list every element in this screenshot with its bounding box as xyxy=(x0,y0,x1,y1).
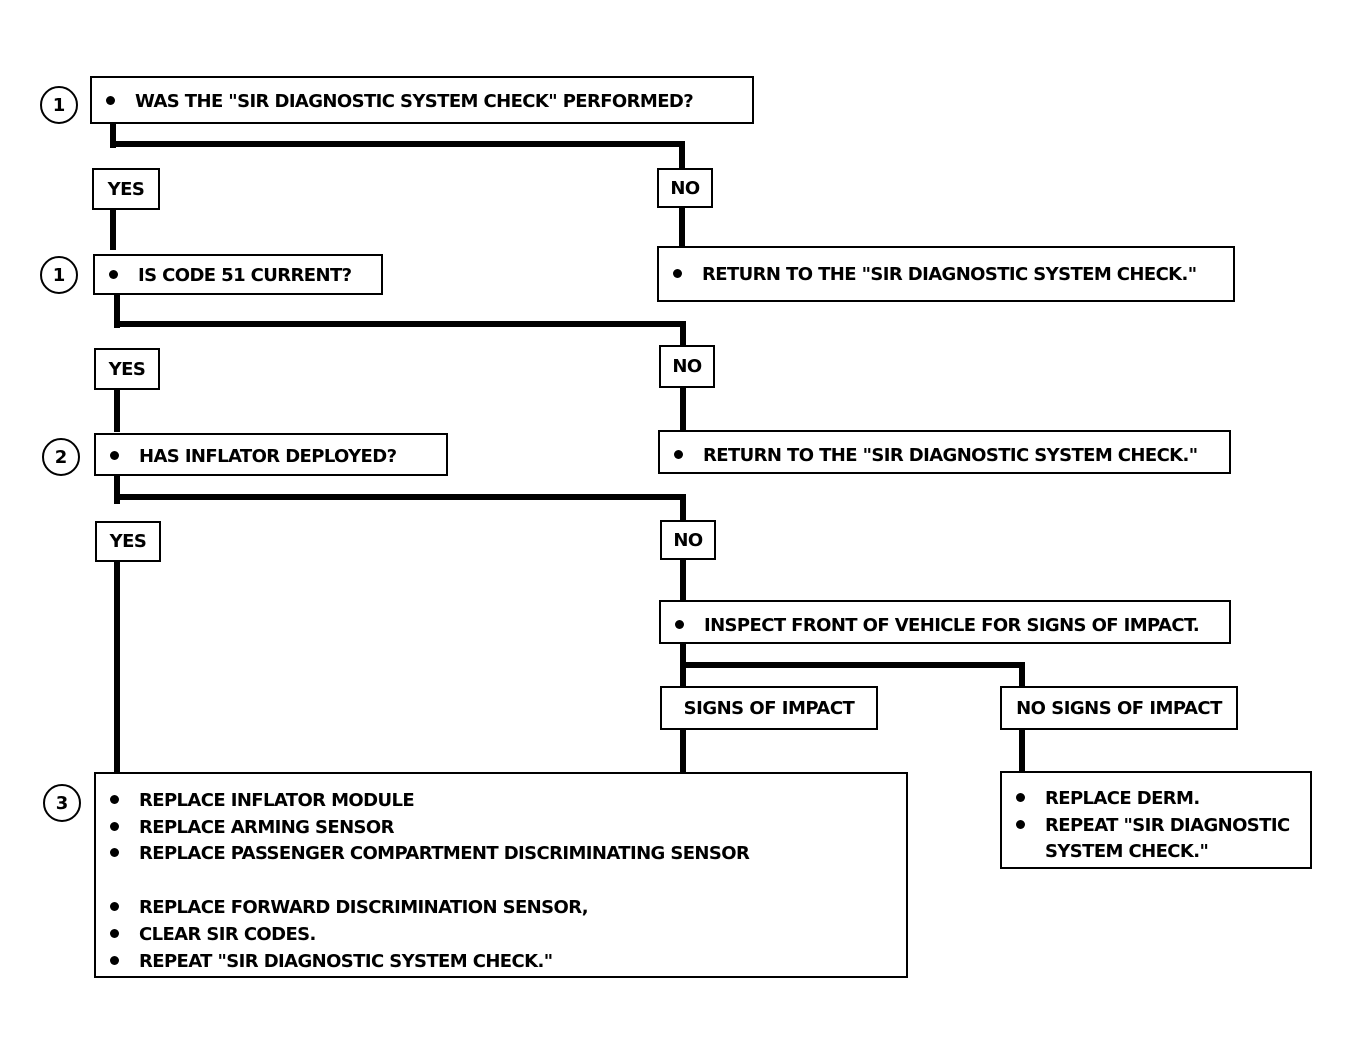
step-marker-2: 2 xyxy=(42,438,80,476)
branch-no: NO xyxy=(657,168,713,208)
branch-signs-of-impact: SIGNS OF IMPACT xyxy=(660,686,878,730)
action-item: REPEAT "SIR DIAGNOSTIC SYSTEM CHECK." xyxy=(139,951,553,972)
action-item: REPLACE DERM. xyxy=(1045,788,1200,809)
action-replace-sensors: REPLACE INFLATOR MODULE REPLACE ARMING S… xyxy=(94,772,908,978)
action-return-sir-check: RETURN TO THE "SIR DIAGNOSTIC SYSTEM CHE… xyxy=(657,246,1235,302)
question-text: HAS INFLATOR DEPLOYED? xyxy=(139,446,397,467)
action-item: REPLACE FORWARD DISCRIMINATION SENSOR, xyxy=(139,897,589,918)
question-sir-check-performed: WAS THE "SIR DIAGNOSTIC SYSTEM CHECK" PE… xyxy=(90,76,754,124)
action-inspect-front: INSPECT FRONT OF VEHICLE FOR SIGNS OF IM… xyxy=(659,600,1231,644)
action-item: CLEAR SIR CODES. xyxy=(139,924,316,945)
bullet-icon xyxy=(110,847,119,857)
question-text: IS CODE 51 CURRENT? xyxy=(138,265,352,286)
action-item: REPLACE ARMING SENSOR xyxy=(139,817,394,838)
action-item: SYSTEM CHECK." xyxy=(1045,841,1209,862)
bullet-icon xyxy=(1016,819,1025,829)
action-text: RETURN TO THE "SIR DIAGNOSTIC SYSTEM CHE… xyxy=(703,445,1198,466)
question-text: WAS THE "SIR DIAGNOSTIC SYSTEM CHECK" PE… xyxy=(135,91,694,112)
bullet-icon xyxy=(110,928,119,938)
branch-no: NO xyxy=(660,520,716,560)
bullet-icon xyxy=(673,268,682,278)
bullet-icon xyxy=(675,619,684,629)
action-text: RETURN TO THE "SIR DIAGNOSTIC SYSTEM CHE… xyxy=(702,264,1197,285)
bullet-icon xyxy=(109,269,118,279)
branch-yes: YES xyxy=(94,348,160,390)
branch-no-signs-of-impact: NO SIGNS OF IMPACT xyxy=(1000,686,1238,730)
bullet-icon xyxy=(110,901,119,911)
step-marker-3: 3 xyxy=(43,784,81,822)
branch-yes: YES xyxy=(92,168,160,210)
action-item: REPEAT "SIR DIAGNOSTIC xyxy=(1045,815,1290,836)
bullet-icon xyxy=(106,95,115,105)
bullet-icon xyxy=(1016,792,1025,802)
question-inflator-deployed: HAS INFLATOR DEPLOYED? xyxy=(94,433,448,476)
bullet-icon xyxy=(110,955,119,965)
action-item: REPLACE PASSENGER COMPARTMENT DISCRIMINA… xyxy=(139,843,750,864)
step-marker-1: 1 xyxy=(40,256,78,294)
step-marker-1: 1 xyxy=(40,86,78,124)
action-replace-derm: REPLACE DERM. REPEAT "SIR DIAGNOSTIC SYS… xyxy=(1000,771,1312,869)
bullet-icon xyxy=(110,794,119,804)
branch-yes: YES xyxy=(95,521,161,562)
bullet-icon xyxy=(674,449,683,459)
branch-no: NO xyxy=(659,345,715,388)
question-code-51-current: IS CODE 51 CURRENT? xyxy=(93,254,383,295)
action-item: REPLACE INFLATOR MODULE xyxy=(139,790,415,811)
action-return-sir-check: RETURN TO THE "SIR DIAGNOSTIC SYSTEM CHE… xyxy=(658,430,1231,474)
bullet-icon xyxy=(110,821,119,831)
action-text: INSPECT FRONT OF VEHICLE FOR SIGNS OF IM… xyxy=(704,615,1200,636)
bullet-icon xyxy=(110,450,119,460)
